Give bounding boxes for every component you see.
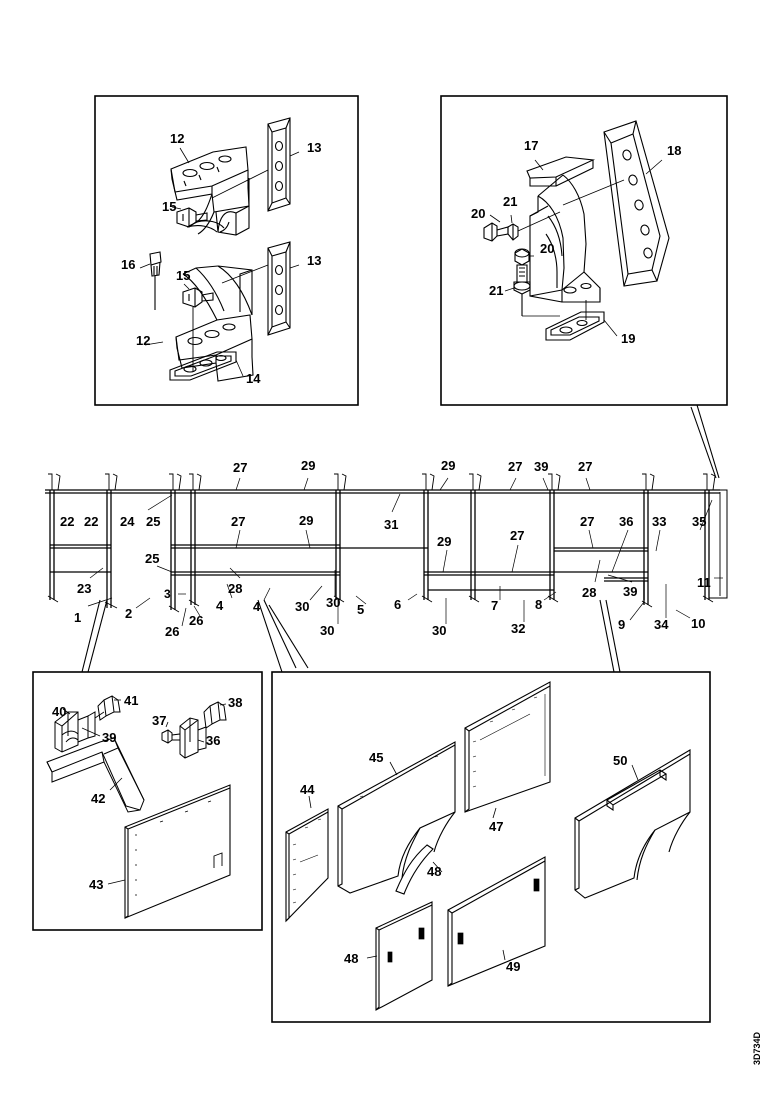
callout-37: 37 [152, 713, 166, 728]
callout-17: 17 [524, 138, 538, 153]
frame-callout-25a: 25 [146, 514, 160, 529]
callout-45: 45 [369, 750, 383, 765]
frame-callout-29d: 29 [437, 534, 451, 549]
frame-callout-39a: 39 [534, 459, 548, 474]
callout-39c: 39 [102, 730, 116, 745]
callout-20a: 20 [471, 206, 485, 221]
frame-callout-4a: 4 [216, 598, 224, 613]
frame-callout-29c: 29 [299, 513, 313, 528]
callout-15b: 15 [176, 268, 190, 283]
document-code: 3D734D [752, 1031, 762, 1065]
frame-callout-34: 34 [654, 617, 669, 632]
frame-leaders [87, 477, 723, 627]
callout-41: 41 [124, 693, 138, 708]
frame-callout-31: 31 [384, 517, 398, 532]
frame-callout-25b: 25 [145, 551, 159, 566]
frame-callout-33: 33 [652, 514, 666, 529]
callout-44: 44 [300, 782, 315, 797]
callout-36b: 36 [206, 733, 220, 748]
callout-47: 47 [489, 819, 503, 834]
callout-49: 49 [506, 959, 520, 974]
callout-12a: 12 [170, 131, 184, 146]
callout-15a: 15 [162, 199, 176, 214]
frame-callout-30d: 30 [432, 623, 446, 638]
frame-callout-27e: 27 [510, 528, 524, 543]
frame-callout-5: 5 [357, 602, 364, 617]
frame-callout-10: 10 [691, 616, 705, 631]
frame-callout-9: 9 [618, 617, 625, 632]
frame-callout-26b: 26 [189, 613, 203, 628]
top-right-panel: 17 18 21 20 20 21 19 [440, 95, 728, 406]
frame-callout-22b: 22 [84, 514, 98, 529]
frame-callout-3: 3 [164, 587, 171, 601]
leader-frame-to-bottom-panels [81, 599, 621, 673]
callout-13a: 13 [307, 140, 321, 155]
callout-16: 16 [121, 257, 135, 272]
callout-50: 50 [613, 753, 627, 768]
callout-12b: 12 [136, 333, 150, 348]
top-left-panel: 12 13 15 16 15 13 12 14 [94, 95, 359, 406]
bottom-left-panel: 40 41 37 38 39 36 42 43 [32, 671, 263, 931]
frame-callout-26a: 26 [165, 624, 179, 639]
callout-40: 40 [52, 704, 66, 719]
frame-callout-7: 7 [491, 598, 498, 613]
callout-20b: 20 [540, 241, 554, 256]
leader-panel2-to-frame [690, 404, 720, 479]
frame-callout-24: 24 [120, 514, 135, 529]
callout-14: 14 [246, 371, 261, 386]
chassis-frame-assembly [45, 473, 728, 613]
frame-callout-28b: 28 [582, 585, 596, 600]
callout-48b: 48 [344, 951, 358, 966]
frame-callout-29a: 29 [301, 458, 315, 473]
frame-callout-11: 11 [697, 575, 711, 590]
callout-43: 43 [89, 877, 103, 892]
frame-callout-39b: 39 [623, 584, 637, 599]
callout-13b: 13 [307, 253, 321, 268]
frame-callout-6: 6 [394, 597, 401, 612]
frame-callout-27f: 27 [580, 514, 594, 529]
frame-callout-27d: 27 [231, 514, 245, 529]
frame-callout-28a: 28 [228, 581, 242, 596]
callout-21b: 21 [489, 283, 503, 298]
callout-18: 18 [667, 143, 681, 158]
frame-callout-27a: 27 [233, 460, 247, 475]
frame-callout-27b: 27 [508, 459, 522, 474]
callout-19: 19 [621, 331, 635, 346]
frame-callout-2: 2 [125, 606, 132, 621]
bottom-right-panel: 44 45 47 48 50 48 49 [271, 671, 711, 1023]
frame-callout-23: 23 [77, 581, 91, 596]
frame-callout-30c: 30 [320, 623, 334, 638]
callout-48a: 48 [427, 864, 441, 879]
frame-callout-35: 35 [692, 514, 706, 529]
callout-42: 42 [91, 791, 105, 806]
frame-callout-36: 36 [619, 514, 633, 529]
callout-21a: 21 [503, 194, 517, 209]
frame-callout-32: 32 [511, 621, 525, 636]
frame-callout-8: 8 [535, 597, 542, 612]
frame-callout-29b: 29 [441, 458, 455, 473]
frame-callout-27c: 27 [578, 459, 592, 474]
frame-callout-30a: 30 [295, 599, 309, 614]
frame-callout-22a: 22 [60, 514, 74, 529]
callout-38: 38 [228, 695, 242, 710]
frame-callout-4b: 4 [253, 599, 261, 614]
frame-callout-30b: 30 [326, 595, 340, 610]
frame-callout-1: 1 [74, 610, 81, 625]
